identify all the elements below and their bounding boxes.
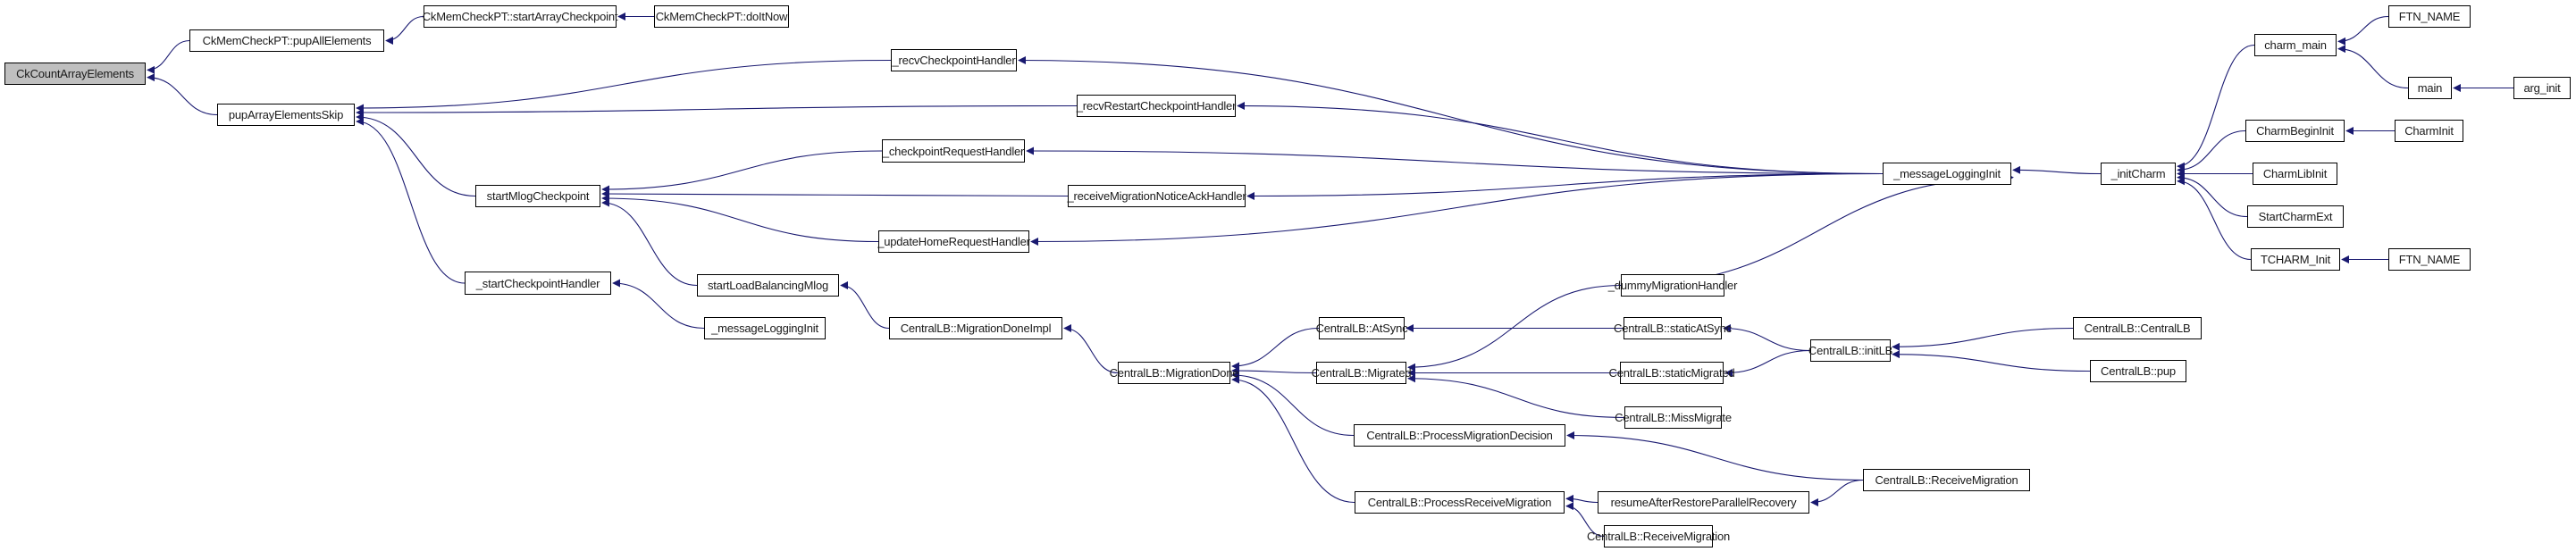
call-edge-n14-to-n10 [1030, 172, 1884, 246]
call-edge-n12-to-n7 [601, 198, 698, 287]
call-edge-n39-to-n15 [2177, 173, 2248, 218]
call-edge-n6-to-n4 [356, 104, 1078, 117]
call-edge-n20-to-n14 [1620, 173, 2014, 287]
graph-node[interactable]: _dummyMigrationHandler [1608, 274, 1737, 297]
call-edge-n23-to-n19 [1407, 374, 1625, 419]
call-edge-n8-to-n7 [601, 150, 883, 194]
call-edge-n13-to-n11 [612, 279, 705, 330]
graph-node[interactable]: CentralLB::staticAtSync [1614, 317, 1732, 339]
graph-node-ckcountarrayelements: CkCountArrayElements [4, 63, 146, 85]
graph-node[interactable]: startMlogCheckpoint [475, 185, 600, 207]
call-edge-n29-to-n28 [1565, 494, 1598, 504]
call-edge-n9-to-n7 [601, 189, 1069, 198]
call-edge-n34-to-n32 [2337, 45, 2409, 89]
call-edge-n7-to-n4 [356, 113, 476, 197]
graph-node[interactable]: StartCharmExt [2247, 205, 2344, 228]
graph-node[interactable]: _recvRestartCheckpointHandler [1077, 95, 1236, 117]
graph-node[interactable]: _initCharm [2101, 163, 2176, 185]
call-edge-n4-to-n0 [147, 73, 218, 116]
call-edge-n5-to-n4 [356, 59, 892, 113]
call-edge-n33-to-n32 [2337, 15, 2389, 46]
graph-node[interactable]: _checkpointRequestHandler [882, 139, 1025, 163]
graph-node[interactable]: CentralLB::MigrationDoneImpl [889, 317, 1062, 339]
graph-node[interactable]: CharmLibInit [2253, 163, 2337, 185]
graph-node[interactable]: CentralLB::CentralLB [2073, 317, 2202, 339]
graph-node[interactable]: CentralLB::ProcessMigrationDecision [1354, 424, 1565, 447]
graph-node[interactable]: CentralLB::MissMigrate [1615, 406, 1732, 429]
call-edge-n31-to-n28 [1565, 502, 1605, 538]
call-edge-n16-to-n12 [840, 281, 890, 330]
call-edge-n30-to-n27 [1566, 431, 1864, 481]
call-edge-n24-to-n21 [1723, 324, 1811, 352]
call-edge-n14-to-n5 [1018, 56, 1884, 175]
graph-node[interactable]: CentralLB::Migrated [1312, 362, 1412, 384]
graph-node[interactable]: CentralLB::ReceiveMigration [1587, 525, 1730, 547]
call-edge-n25-to-n24 [1892, 327, 2074, 351]
call-edge-n14-to-n6 [1237, 102, 1884, 175]
call-edge-n2-to-n1 [385, 15, 424, 45]
call-edge-n30-to-n29 [1810, 479, 1864, 506]
graph-node[interactable]: charm_main [2254, 34, 2337, 56]
call-edge-n15-to-n14 [2012, 165, 2102, 175]
call-edge-n26-to-n24 [1892, 350, 2091, 372]
graph-node[interactable]: resumeAfterRestoreParallelRecovery [1598, 491, 1809, 514]
call-edge-n19-to-n17 [1231, 366, 1317, 375]
graph-node[interactable]: startLoadBalancingMlog [697, 274, 839, 297]
call-edge-n36-to-n15 [2177, 130, 2246, 174]
call-edge-n18-to-n17 [1231, 327, 1320, 371]
call-edge-n20-to-n19 [1407, 284, 1622, 372]
graph-node[interactable]: arg_init [2513, 77, 2571, 99]
call-edge-n28-to-n17 [1231, 375, 1355, 504]
graph-node[interactable]: pupArrayElementsSkip [217, 104, 355, 126]
graph-node[interactable]: CentralLB::AtSync [1316, 317, 1408, 339]
call-edge-n14-to-n9 [1246, 172, 1884, 200]
graph-node[interactable]: CharmInit [2395, 120, 2463, 142]
graph-node[interactable]: _receiveMigrationNoticeAckHandler [1067, 185, 1246, 207]
call-edge-n32-to-n15 [2177, 44, 2255, 171]
graph-node[interactable]: CentralLB::ProcessReceiveMigration [1355, 491, 1565, 514]
graph-node[interactable]: CentralLB::staticMigrated [1609, 362, 1735, 384]
call-edge-n11-to-n4 [356, 117, 466, 284]
graph-node[interactable]: TCHARM_Init [2251, 248, 2340, 271]
graph-node[interactable]: CentralLB::pup [2090, 360, 2186, 382]
graph-node[interactable]: CentralLB::initLB [1808, 339, 1892, 362]
call-edge-n1-to-n0 [147, 39, 190, 74]
graph-node[interactable]: CkMemCheckPT::doItNow [654, 5, 789, 28]
graph-node[interactable]: _messageLoggingInit [704, 317, 826, 339]
graph-node[interactable]: main [2408, 77, 2452, 99]
graph-node[interactable]: _startCheckpointHandler [465, 272, 611, 295]
graph-node[interactable]: CentralLB::MigrationDone [1110, 362, 1239, 384]
graph-node[interactable]: _messageLoggingInit [1883, 163, 2011, 185]
graph-node[interactable]: CkMemCheckPT::startArrayCheckpoint [423, 5, 618, 28]
call-edge-n10-to-n7 [601, 194, 879, 243]
call-edge-n17-to-n16 [1063, 324, 1119, 374]
call-edge-n27-to-n17 [1231, 371, 1355, 437]
graph-node[interactable]: _recvCheckpointHandler [891, 49, 1017, 71]
call-edge-n40-to-n15 [2177, 177, 2252, 261]
graph-node[interactable]: _updateHomeRequestHandler [877, 230, 1030, 253]
graph-node[interactable]: FTN_NAME [2388, 5, 2471, 28]
graph-node[interactable]: CharmBeginInit [2245, 120, 2345, 142]
call-edge-n14-to-n8 [1026, 146, 1884, 175]
graph-node[interactable]: FTN_NAME [2388, 248, 2471, 271]
graph-node[interactable]: CentralLB::ReceiveMigration [1863, 469, 2030, 491]
call-edge-n24-to-n22 [1724, 349, 1811, 377]
graph-node[interactable]: CkMemCheckPT::pupAllElements [189, 29, 384, 52]
